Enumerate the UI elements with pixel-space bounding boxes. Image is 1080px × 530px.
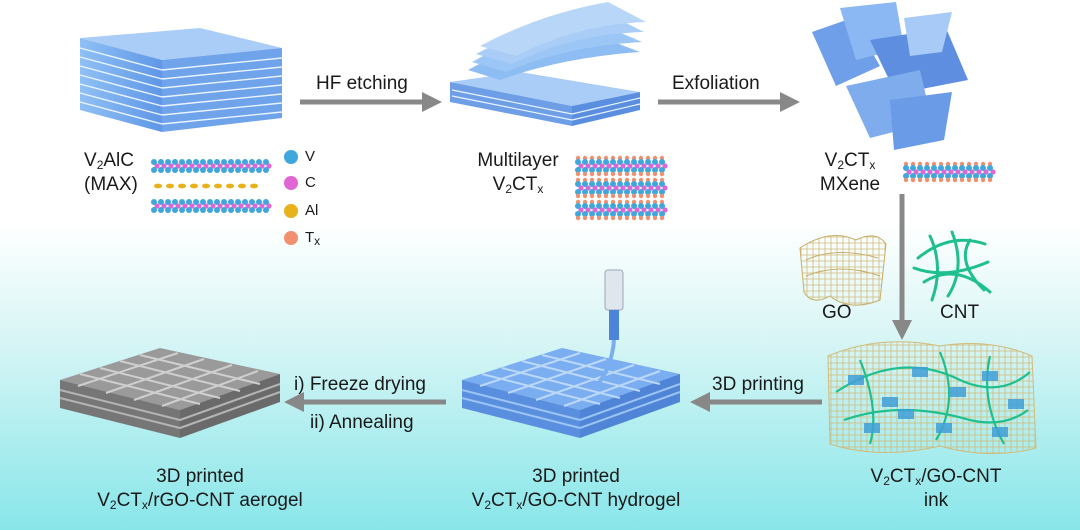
legend-c: C (305, 174, 316, 191)
mxene-label: MXene (819, 174, 881, 195)
hf-etching-label: HF etching (316, 73, 408, 94)
max-formula-label: V2AlC (84, 150, 134, 172)
go-label: GO (822, 302, 852, 323)
printing-label: 3D printing (712, 374, 804, 395)
hydrogel-label: 3D printed (532, 466, 620, 487)
freeze-drying-label: i) Freeze drying (294, 374, 426, 395)
mxene-flakes-illustration (812, 2, 968, 150)
ink-illustration (827, 341, 1037, 454)
hydrogel-formula: V2CTx/GO-CNT hydrogel (471, 490, 681, 512)
aerogel-lattice-illustration (59, 348, 281, 438)
printing-nozzle-illustration (596, 269, 624, 386)
mxene-formula: V2CTx (824, 150, 876, 172)
max-label: (MAX) (84, 174, 138, 195)
multilayer-mxene-illustration (450, 2, 646, 126)
multilayer-formula: V2CTx (492, 174, 544, 196)
ink-formula: V2CTx/GO-CNT (870, 466, 1002, 488)
go-sheet-illustration (799, 235, 887, 306)
max-atomic-structure (151, 159, 272, 213)
annealing-label: ii) Annealing (310, 412, 414, 433)
legend-al: Al (305, 202, 319, 219)
v-atom-legend-dot (284, 150, 298, 164)
legend-v: V (305, 148, 316, 165)
hydrogel-lattice-illustration (461, 348, 681, 438)
tx-atom-legend-dot (284, 231, 298, 245)
ink-label: ink (923, 490, 949, 511)
aerogel-formula: V2CTx/rGO-CNT aerogel (97, 490, 303, 512)
exfoliation-label: Exfoliation (672, 73, 760, 94)
al-atom-legend-dot (284, 204, 298, 218)
max-block-illustration (79, 28, 283, 132)
legend-tx: Tx (305, 229, 321, 248)
mxene-atomic-structure (903, 161, 996, 183)
multilayer-label: Multilayer (477, 150, 559, 171)
aerogel-label: 3D printed (156, 466, 244, 487)
cnt-illustration (912, 230, 992, 302)
c-atom-legend-dot (284, 176, 298, 190)
cnt-label: CNT (940, 302, 980, 323)
multilayer-atomic-structure (575, 155, 668, 221)
